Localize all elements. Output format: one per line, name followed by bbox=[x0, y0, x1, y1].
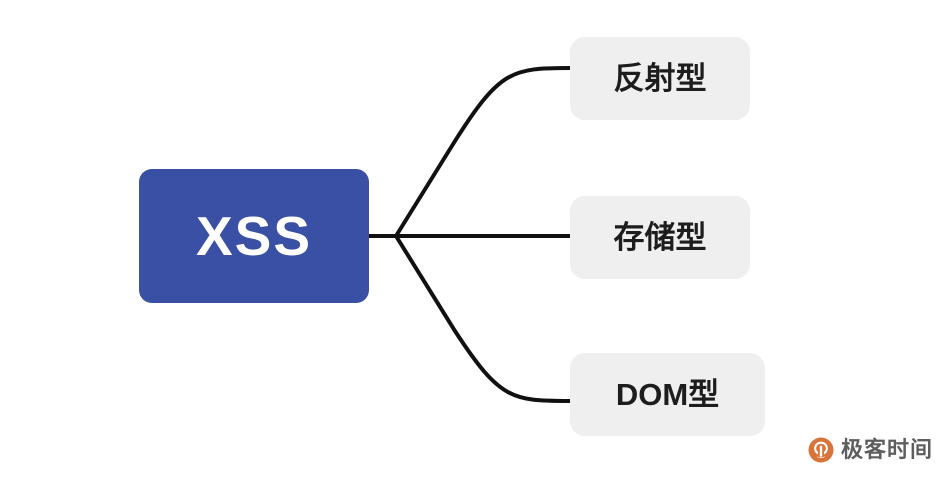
branch-node-label: 反射型 bbox=[613, 61, 707, 96]
connector-branch-bottom bbox=[394, 234, 572, 403]
branch-node-dom[interactable]: DOM型 bbox=[570, 353, 765, 436]
root-node-label: XSS bbox=[195, 204, 313, 267]
connector-branch-top bbox=[394, 66, 572, 238]
branch-node-label: DOM型 bbox=[615, 377, 720, 412]
root-node-xss[interactable]: XSS bbox=[139, 169, 369, 303]
branch-node-label: 存储型 bbox=[613, 220, 707, 255]
geektime-logo-icon bbox=[808, 437, 834, 463]
branch-node-stored[interactable]: 存储型 bbox=[570, 196, 750, 279]
branch-node-reflected[interactable]: 反射型 bbox=[570, 37, 750, 120]
brand-watermark: 极客时间 bbox=[808, 437, 933, 463]
brand-name: 极客时间 bbox=[841, 437, 934, 462]
